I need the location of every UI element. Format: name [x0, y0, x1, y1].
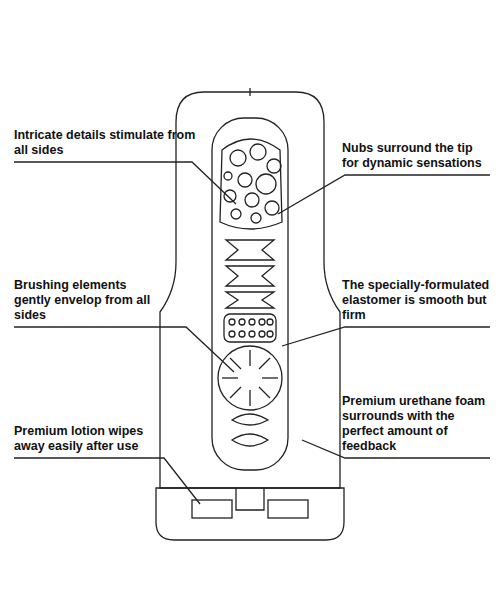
brush-bristles — [222, 350, 278, 406]
swirl — [232, 434, 268, 446]
leader-line — [282, 327, 490, 346]
base-slot — [192, 500, 232, 518]
rib — [226, 240, 274, 260]
rib — [226, 266, 274, 286]
leader-line — [278, 175, 490, 214]
brush-sphere — [218, 346, 282, 410]
nubs — [224, 144, 281, 223]
leader-line — [14, 327, 234, 372]
callout-label: Premium urethane foam surrounds with the… — [342, 394, 492, 454]
callout-label: Intricate details stimulate from all sid… — [14, 128, 199, 158]
housing-outline — [160, 92, 340, 488]
top-tick — [249, 88, 250, 96]
leader-line — [14, 458, 200, 504]
callout-label: Premium lotion wipes away easily after u… — [14, 424, 154, 454]
base-slot — [268, 500, 308, 518]
leader-line — [14, 162, 236, 204]
beaded-band — [224, 314, 276, 342]
swirl — [232, 414, 268, 425]
base-cap — [156, 488, 344, 540]
callout-label: The specially-formulated elastomer is sm… — [342, 278, 492, 323]
beads — [229, 319, 273, 337]
callout-label: Brushing elements gently envelop from al… — [14, 278, 159, 323]
base-notch — [236, 488, 264, 510]
rib — [226, 292, 274, 308]
inner-channel — [212, 118, 288, 470]
callout-label: Nubs surround the tip for dynamic sensat… — [342, 141, 492, 171]
head-sleeve — [220, 139, 282, 229]
